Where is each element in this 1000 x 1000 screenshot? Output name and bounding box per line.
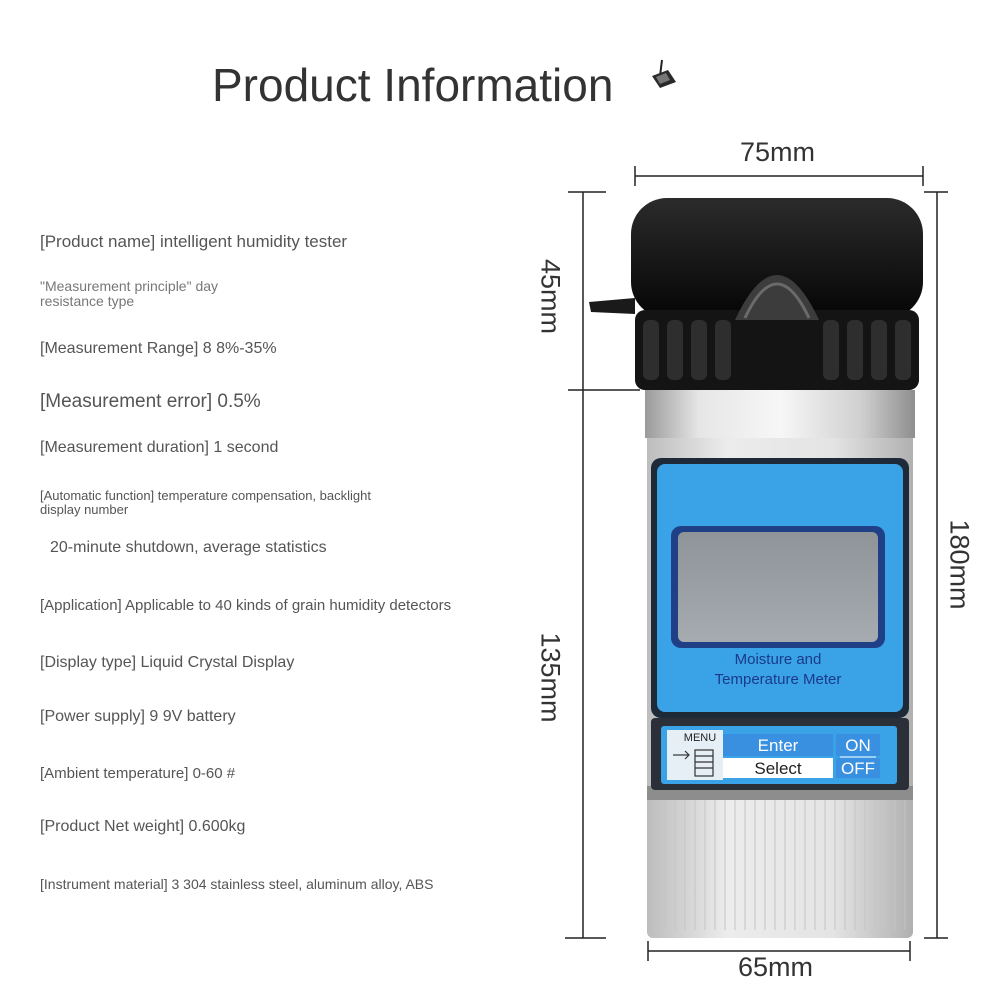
spec-power-supply: [Power supply] 9 9V battery	[40, 708, 236, 725]
spec-measurement-range: [Measurement Range] 8 8%-35%	[40, 340, 277, 357]
cursor-icon	[646, 58, 682, 92]
dimension-total-height: 180mm	[944, 519, 975, 610]
spec-measurement-duration: [Measurement duration] 1 second	[40, 439, 279, 456]
dimension-cap-height: 45mm	[535, 258, 566, 334]
spec-product-name: [Product name] intelligent humidity test…	[40, 232, 348, 251]
spec-measurement-error: [Measurement error] 0.5%	[40, 391, 261, 412]
spec-net-weight: [Product Net weight] 0.600kg	[40, 818, 246, 835]
spec-automatic-function: [Automatic function] temperature compens…	[40, 488, 371, 503]
spec-display-type: [Display type] Liquid Crystal Display	[40, 654, 295, 671]
spec-ambient-temperature: [Ambient temperature] 0-60 #	[40, 765, 236, 782]
on-button[interactable]: ON	[845, 736, 871, 755]
device-label-line1: Moisture and	[734, 651, 822, 668]
device-label-line2: Temperature Meter	[714, 671, 842, 688]
spec-automatic-function-cont: display number	[40, 502, 129, 517]
device-illustration	[585, 190, 925, 940]
spec-instrument-material: [Instrument material] 3 304 stainless st…	[40, 876, 434, 892]
spec-measurement-principle-cont: resistance type	[40, 293, 135, 309]
spec-measurement-principle: "Measurement principle" day	[40, 278, 219, 294]
dimension-body-height: 135mm	[535, 632, 566, 723]
dimension-width-bottom: 65mm	[738, 952, 814, 982]
enter-button[interactable]: Enter	[757, 736, 799, 755]
off-button[interactable]: OFF	[841, 759, 875, 778]
select-button[interactable]: Select	[754, 759, 802, 778]
dimension-width-top: 75mm	[740, 137, 816, 167]
menu-button-label[interactable]: MENU	[683, 732, 717, 744]
page-title: Product Information	[212, 59, 614, 111]
spec-application: [Application] Applicable to 40 kinds of …	[40, 597, 452, 614]
spec-shutdown: 20-minute shutdown, average statistics	[50, 539, 327, 556]
